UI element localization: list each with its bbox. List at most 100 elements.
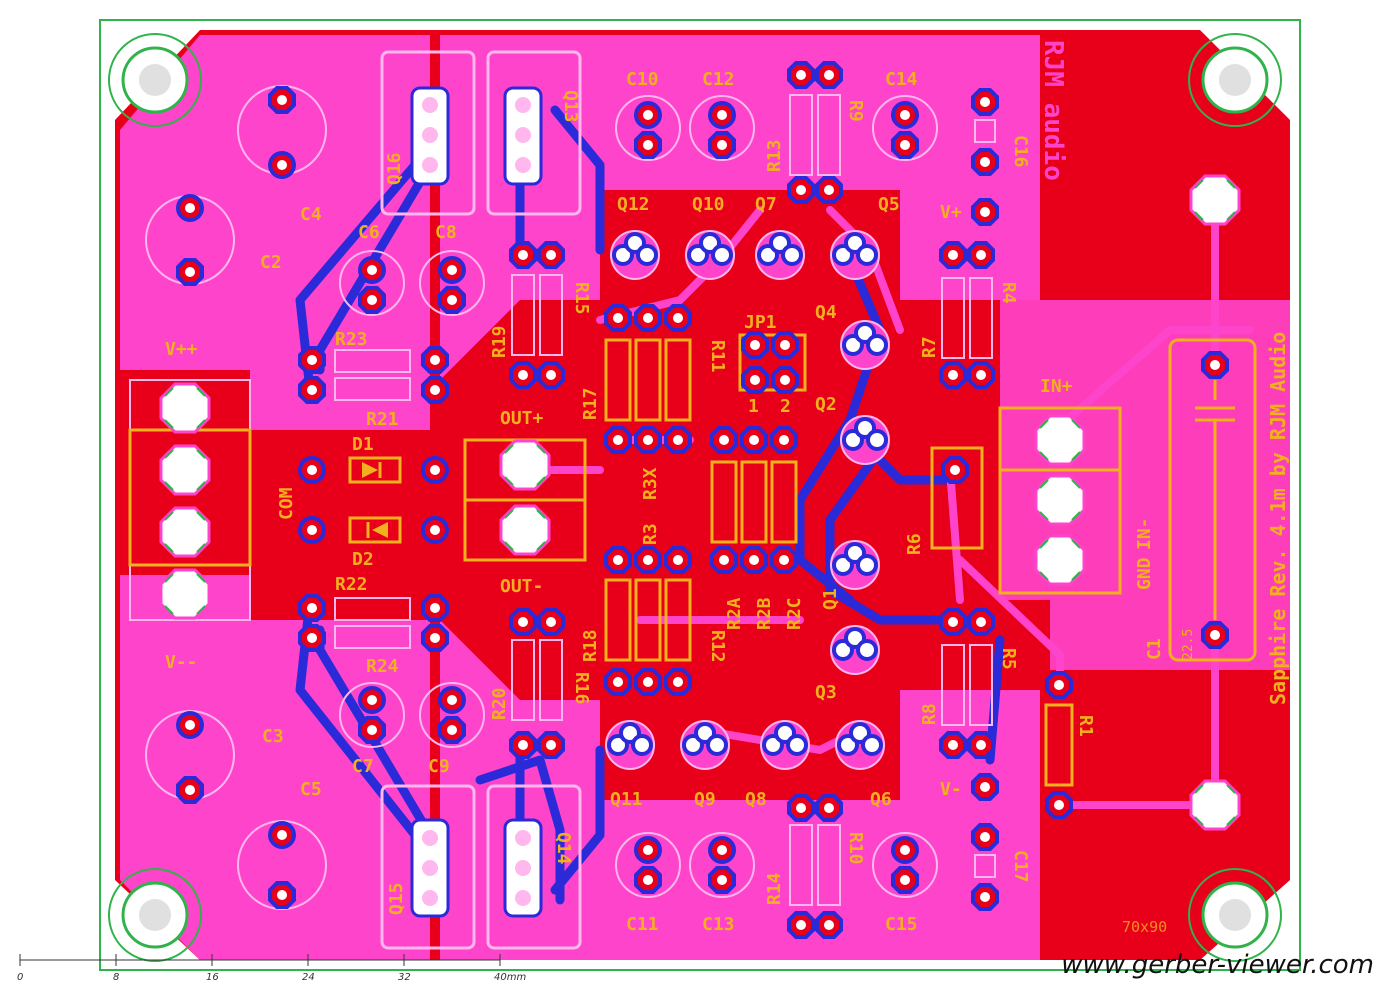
- label-c1: C1: [1144, 638, 1165, 660]
- label-out-plus: OUT+: [500, 408, 544, 429]
- label-q1: Q1: [820, 588, 841, 610]
- label-vmm: V--: [165, 652, 198, 673]
- label-q3: Q3: [815, 682, 837, 703]
- brand-text: RJM audio: [1038, 40, 1068, 181]
- ruler-tick-32: 32: [398, 972, 411, 983]
- label-q4: Q4: [815, 302, 837, 323]
- scale-ruler: 0 8 16 24 32 40mm: [17, 954, 526, 983]
- capacitor-c17-area: [971, 823, 999, 911]
- label-r15: R15: [571, 282, 592, 315]
- label-c17: C17: [1010, 850, 1031, 883]
- revision-text: Sapphire Rev. 4.1m by RJM Audio: [1266, 332, 1290, 705]
- label-r24: R24: [366, 656, 399, 677]
- transistor-q9: [679, 719, 731, 771]
- input-film-capacitor-c1: [1168, 338, 1257, 662]
- board-size-text: 70x90: [1122, 918, 1167, 936]
- label-c5: C5: [300, 779, 322, 800]
- ruler-tick-24: 24: [302, 972, 315, 983]
- label-r13: R13: [764, 139, 785, 172]
- label-r20: R20: [489, 687, 510, 720]
- label-q5: Q5: [878, 194, 900, 215]
- label-c7: C7: [352, 756, 374, 777]
- label-d1: D1: [352, 434, 374, 455]
- transistor-q12: [609, 229, 661, 281]
- label-c14: C14: [885, 69, 918, 90]
- label-q13: Q13: [560, 90, 581, 123]
- label-c10: C10: [626, 69, 659, 90]
- label-r3x: R3X: [640, 467, 661, 500]
- label-r9: R9: [845, 100, 866, 122]
- input-pad-bottom: [1189, 779, 1241, 831]
- diode-d2: [298, 516, 449, 544]
- label-q7: Q7: [755, 194, 777, 215]
- resistor-array: [334, 94, 993, 906]
- terminal-block-power: [128, 379, 252, 621]
- label-jp1-pin1: 1: [748, 396, 759, 417]
- ruler-tick-40: 40mm: [494, 972, 526, 983]
- label-q12: Q12: [617, 194, 650, 215]
- label-r5: R5: [998, 648, 1019, 670]
- label-c16: C16: [1010, 135, 1031, 168]
- label-q8: Q8: [745, 789, 767, 810]
- mount-hole-br: [1187, 867, 1283, 963]
- label-r14: R14: [764, 872, 785, 905]
- label-c6: C6: [358, 222, 380, 243]
- label-r11: R11: [707, 340, 728, 373]
- label-r22: R22: [335, 574, 368, 595]
- label-q16: Q16: [384, 152, 405, 185]
- label-c1-value: 22.5: [1181, 629, 1196, 660]
- label-in-plus: IN+: [1040, 376, 1073, 397]
- transistor-q10: [684, 229, 736, 281]
- transistor-q3: [829, 624, 881, 676]
- label-r1: R1: [1075, 715, 1096, 737]
- label-r2c: R2C: [784, 597, 805, 630]
- transistor-q2: [839, 414, 891, 466]
- label-r17: R17: [580, 387, 601, 420]
- label-r4: R4: [998, 282, 1019, 304]
- label-d2: D2: [352, 549, 374, 570]
- label-r10: R10: [845, 832, 866, 865]
- transistor-q7: [754, 229, 806, 281]
- label-c12: C12: [702, 69, 735, 90]
- label-r12: R12: [707, 630, 728, 663]
- ruler-tick-0: 0: [17, 972, 23, 983]
- diode-d1: [298, 456, 449, 484]
- to220-q15: [380, 784, 476, 950]
- transistor-q1: [829, 539, 881, 591]
- transistor-q4: [839, 319, 891, 371]
- ruler-tick-8: 8: [113, 972, 119, 983]
- label-in-minus: IN-: [1134, 517, 1155, 550]
- to220-q14: [486, 784, 582, 950]
- ruler-tick-16: 16: [206, 972, 219, 983]
- label-r21: R21: [366, 409, 399, 430]
- label-c15: C15: [885, 914, 918, 935]
- input-pad-top: [1189, 174, 1241, 226]
- label-q14: Q14: [553, 832, 574, 865]
- mount-hole-tl: [107, 32, 203, 128]
- label-jp1: JP1: [744, 312, 777, 333]
- label-out-minus: OUT-: [500, 576, 543, 597]
- label-c13: C13: [702, 914, 735, 935]
- terminal-block-input: [998, 406, 1122, 595]
- label-r23: R23: [335, 329, 368, 350]
- label-c8: C8: [435, 222, 457, 243]
- label-vpp: V++: [165, 339, 198, 360]
- watermark[interactable]: www.gerber-viewer.com: [1061, 950, 1374, 980]
- label-r19: R19: [489, 325, 510, 358]
- silkscreen-labels: C4 C2 C3 C5 C6 C8 C7 C9 C10 C12 C14 C11 …: [165, 40, 1290, 936]
- capacitor-c16-area: [971, 88, 999, 176]
- transistor-q11: [604, 719, 656, 771]
- label-c9: C9: [428, 756, 450, 777]
- label-r6: R6: [904, 533, 925, 555]
- label-q6: Q6: [870, 789, 892, 810]
- label-r2a: R2A: [724, 597, 745, 630]
- transistor-q8: [759, 719, 811, 771]
- label-q2: Q2: [815, 394, 837, 415]
- label-r3: R3: [640, 523, 661, 545]
- label-c2: C2: [260, 252, 282, 273]
- label-r2b: R2B: [754, 597, 775, 630]
- to220-q13: [486, 50, 582, 216]
- label-q15: Q15: [386, 882, 407, 915]
- label-q11: Q11: [610, 789, 643, 810]
- label-q9: Q9: [694, 789, 716, 810]
